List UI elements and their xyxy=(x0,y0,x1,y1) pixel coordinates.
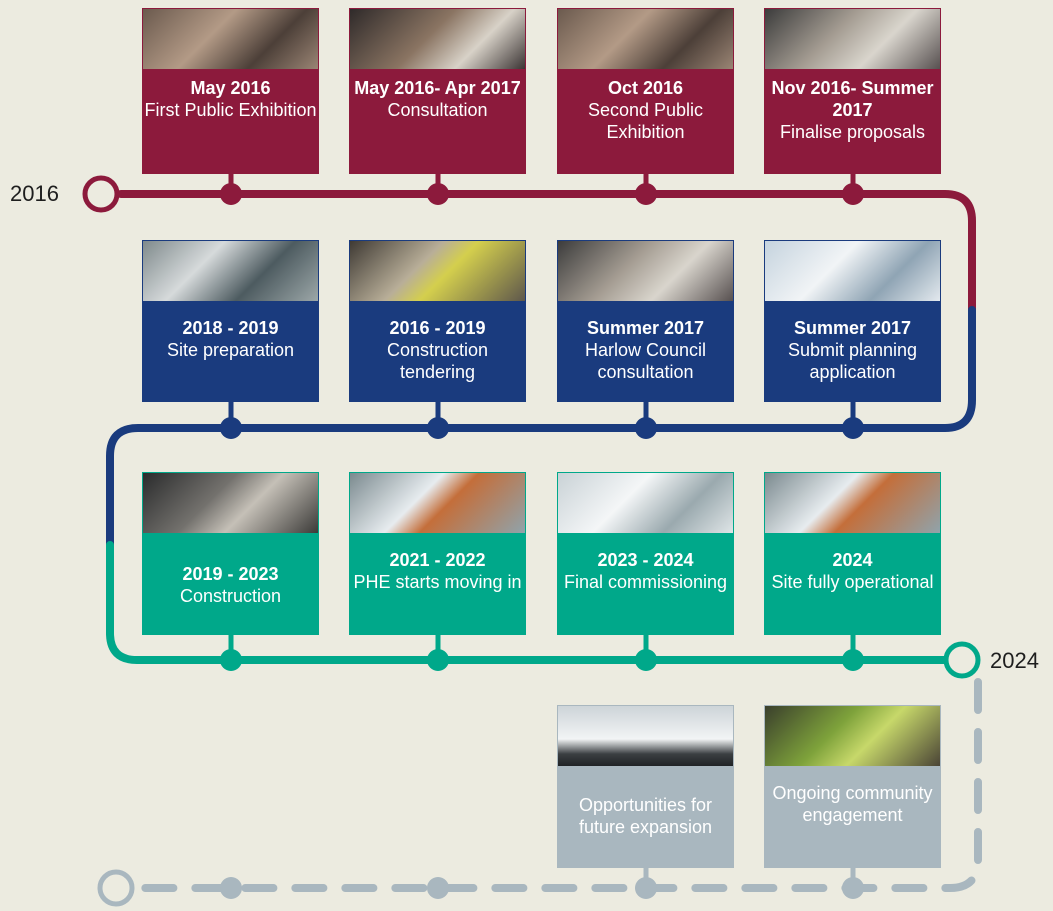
future-ring xyxy=(97,869,135,907)
timeline-node xyxy=(427,649,449,671)
timeline-node xyxy=(635,417,657,439)
timeline-node xyxy=(427,183,449,205)
meeting-photo xyxy=(765,9,940,69)
timeline-node xyxy=(220,417,242,439)
future-desc: Opportunities for future expansion xyxy=(578,795,713,837)
consultation-photo xyxy=(350,9,525,69)
milestone-date: 2021 - 2022 xyxy=(389,550,486,570)
future-card: Ongoing community engagement xyxy=(764,705,941,868)
exhibition-photo xyxy=(143,9,318,69)
milestone-desc: Submit planning application xyxy=(787,340,918,382)
corridor-photo xyxy=(558,473,733,533)
timeline-node xyxy=(842,877,864,899)
timeline-node xyxy=(220,183,242,205)
milestone-date: Nov 2016- Summer 2017 xyxy=(771,78,934,120)
construction-photo xyxy=(143,473,318,533)
row2-line xyxy=(106,306,976,549)
milestone-date: 2019 - 2023 xyxy=(182,564,279,584)
timeline-node xyxy=(842,417,864,439)
exhibition-photo xyxy=(558,9,733,69)
timeline-node xyxy=(635,877,657,899)
site-photo xyxy=(143,241,318,301)
lab-photo xyxy=(350,473,525,533)
future-desc: Ongoing community engagement xyxy=(772,783,933,825)
future-line xyxy=(134,678,982,892)
milestone-desc: Site fully operational xyxy=(771,572,934,592)
cranes-photo xyxy=(558,706,733,766)
milestone-date: Oct 2016 xyxy=(607,78,684,98)
row3-line xyxy=(106,541,949,664)
milestone-desc: Construction xyxy=(179,586,282,606)
milestone-date: Summer 2017 xyxy=(793,318,912,338)
timeline-node xyxy=(427,877,449,899)
milestone-desc: PHE starts moving in xyxy=(353,572,522,592)
milestone-desc: Construction tendering xyxy=(386,340,489,382)
plans-photo xyxy=(765,241,940,301)
row1-line xyxy=(117,190,976,314)
milestone-date: 2016 - 2019 xyxy=(389,318,486,338)
milestone-desc: Second Public Exhibition xyxy=(587,100,704,142)
timeline-node xyxy=(220,877,242,899)
timeline-node xyxy=(220,649,242,671)
lab-photo xyxy=(765,473,940,533)
milestone-desc: Harlow Council consultation xyxy=(584,340,707,382)
future-card: Opportunities for future expansion xyxy=(557,705,734,868)
timeline-node xyxy=(842,649,864,671)
milestone-desc: Final commissioning xyxy=(563,572,728,592)
milestone-date: 2024 xyxy=(832,550,873,570)
timeline-node xyxy=(427,417,449,439)
milestone-date: May 2016- Apr 2017 xyxy=(354,78,521,98)
milestone-date: 2018 - 2019 xyxy=(182,318,279,338)
timeline-node xyxy=(842,183,864,205)
milestone-desc: Site preparation xyxy=(166,340,295,360)
milestone-date: 2023 - 2024 xyxy=(597,550,694,570)
timeline-node xyxy=(635,183,657,205)
milestone-desc: Consultation xyxy=(387,100,488,120)
workers-photo xyxy=(350,241,525,301)
milestone-desc: Finalise proposals xyxy=(779,122,926,142)
end-ring xyxy=(943,641,981,679)
milestone-desc: First Public Exhibition xyxy=(144,100,317,120)
community-photo xyxy=(765,706,940,766)
start-ring xyxy=(82,175,120,213)
start-year-label: 2016 xyxy=(10,181,59,206)
milestone-date: May 2016 xyxy=(190,78,271,98)
end-year-label: 2024 xyxy=(990,648,1039,673)
timeline-node xyxy=(635,649,657,671)
meeting-photo xyxy=(558,241,733,301)
milestone-date: Summer 2017 xyxy=(586,318,705,338)
